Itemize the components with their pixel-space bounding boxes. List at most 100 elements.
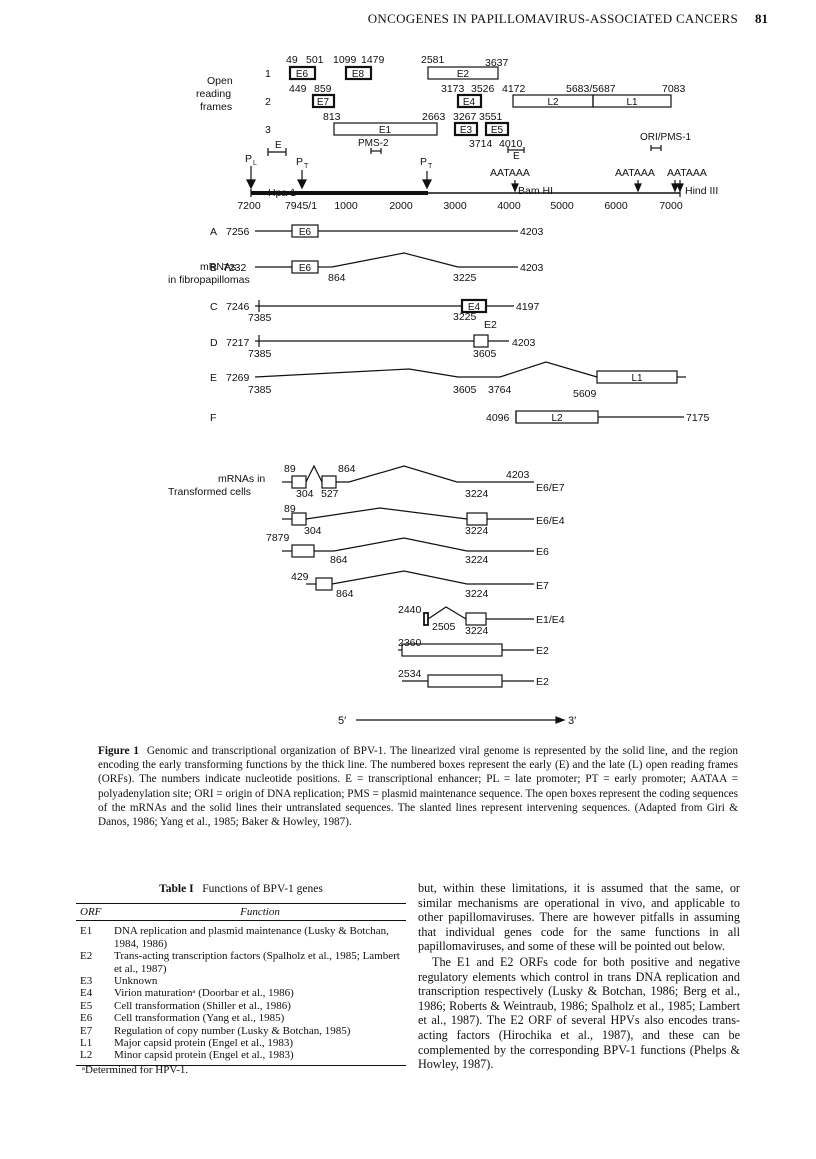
orf-label-line: reading xyxy=(196,88,231,100)
direction-3prime: 3′ xyxy=(568,715,576,727)
table-header-orf: ORF xyxy=(76,902,110,922)
polya-label: AATAAA xyxy=(667,167,707,179)
orf-position: 3551 xyxy=(479,111,503,123)
orf-position: 4172 xyxy=(502,83,526,95)
orf-box-e2 xyxy=(427,66,499,80)
tc-position: 429 xyxy=(291,571,309,583)
mrna-position: 7385 xyxy=(248,348,272,360)
orf-position: 1479 xyxy=(361,54,385,66)
enhancer-label: E xyxy=(513,151,520,162)
figure-caption-text: Genomic and transcriptional organization… xyxy=(98,745,738,829)
mrna-position: 7175 xyxy=(686,412,710,424)
site-label: Bam HI xyxy=(518,185,553,197)
tc-position: 2534 xyxy=(398,668,422,680)
tc-position: 2505 xyxy=(432,621,456,633)
orf-box-label: E6 xyxy=(296,69,309,80)
orf-position: 49 xyxy=(286,54,298,66)
promoter-label: P xyxy=(296,156,303,168)
tc-position: 2440 xyxy=(398,604,422,616)
axis-tick-label: 7200 xyxy=(237,200,261,212)
promoter-label: P xyxy=(245,153,252,165)
mrna-letter: F xyxy=(210,412,216,424)
orf-box-label: E5 xyxy=(491,125,504,136)
orf-position: 3714 xyxy=(469,138,493,150)
mrna-fibropapilloma-lines xyxy=(254,224,686,424)
tc-position: 3224 xyxy=(465,588,489,600)
transformed-cell-lines xyxy=(282,464,566,724)
figure-caption-label: Figure 1 xyxy=(98,745,140,757)
mrna-box-label: E6 xyxy=(299,263,312,274)
table-cell-orf: E2 xyxy=(80,950,93,963)
mrna-position: 3764 xyxy=(488,384,512,396)
mrna-letter: B xyxy=(210,262,217,274)
axis-tick-label: 2000 xyxy=(389,200,413,212)
table-cell-function: Virion maturationᵃ (Doorbar et al., 1986… xyxy=(114,987,294,1000)
axis-tick-label: 1000 xyxy=(334,200,358,212)
mrna-position: 864 xyxy=(328,272,346,284)
promoter-subscript: T xyxy=(304,163,309,170)
tc-position: 864 xyxy=(336,588,354,600)
tc-position: 89 xyxy=(284,463,296,475)
mrna-position: 4203 xyxy=(520,226,544,238)
mrna-letter: D xyxy=(210,337,218,349)
mrna-position: 3605 xyxy=(473,348,497,360)
tc-position: 864 xyxy=(338,463,356,475)
table-footnote: ᵃDetermined for HPV-1. xyxy=(82,1064,189,1076)
orf-position: 3637 xyxy=(485,57,509,69)
mrna-section-title: in fibropapillomas xyxy=(168,274,250,286)
orf-position: 4010 xyxy=(499,138,523,150)
mrna-position: 7269 xyxy=(226,372,250,384)
tc-position: 89 xyxy=(284,503,296,515)
orf-position: 449 xyxy=(289,83,307,95)
tc-section-title: Transformed cells xyxy=(168,486,251,498)
tc-position: 3224 xyxy=(465,554,489,566)
body-paragraph: but, within these limitations, it is ass… xyxy=(418,881,740,954)
table-cell-function: Minor capsid protein (Engel et al., 1983… xyxy=(110,1049,406,1066)
direction-5prime: 5′ xyxy=(338,715,346,727)
genome-axis-labels: 7200 7945/1 1000 2000 3000 4000 5000 600… xyxy=(237,200,683,212)
orf-position: 5683/5687 xyxy=(566,83,616,95)
table-cell-function: Trans-acting transcription factors (Spal… xyxy=(114,950,400,975)
table-cell-function: Major capsid protein (Engel et al., 1983… xyxy=(114,1037,294,1050)
enhancer-label: E xyxy=(275,140,282,151)
orf-position: 3267 xyxy=(453,111,477,123)
figure-caption: Figure 1 Genomic and transcriptional org… xyxy=(98,744,738,829)
promoter-arrows xyxy=(246,166,432,190)
page-number: 81 xyxy=(755,11,768,26)
mrna-position: 3225 xyxy=(453,311,477,323)
tc-transcript-label: E6/E4 xyxy=(536,515,565,527)
tc-position: 7879 xyxy=(266,532,290,544)
orf-position: 1099 xyxy=(333,54,357,66)
tc-transcript-label: E1/E4 xyxy=(536,614,565,626)
orf-box-label: E3 xyxy=(460,125,473,136)
polya-arrows xyxy=(511,180,684,193)
orf-box-label: E8 xyxy=(352,69,365,80)
orf-position: 3526 xyxy=(471,83,495,95)
orf-position: 501 xyxy=(306,54,324,66)
site-label: Hind III xyxy=(685,185,718,197)
axis-tick-label: 6000 xyxy=(604,200,628,212)
orf-position: 2581 xyxy=(421,54,445,66)
genome-line xyxy=(250,189,681,197)
mrna-box-label: E6 xyxy=(299,227,312,238)
orf-label-line: frames xyxy=(200,101,232,113)
table-cell-function: Unknown xyxy=(114,975,158,988)
orf-position: 2663 xyxy=(422,111,446,123)
tc-position: 4203 xyxy=(506,469,530,481)
table-cell-orf: E6 xyxy=(80,1012,93,1025)
frame-number: 2 xyxy=(265,96,271,108)
orf-box-e8 xyxy=(344,65,373,81)
mrna-position: 7217 xyxy=(226,337,250,349)
axis-tick-label: 3000 xyxy=(443,200,467,212)
tc-transcript-label: E7 xyxy=(536,580,549,592)
mrna-position: 4203 xyxy=(520,262,544,274)
tc-transcript-label: E2 xyxy=(536,645,549,657)
table-cell-function: Cell transformation (Shiller et al., 198… xyxy=(114,999,291,1012)
table-cell-orf: E4 xyxy=(80,987,93,1000)
figure-1-diagram: Open reading frames 1 2 3 49 501 1099 14… xyxy=(168,54,718,727)
